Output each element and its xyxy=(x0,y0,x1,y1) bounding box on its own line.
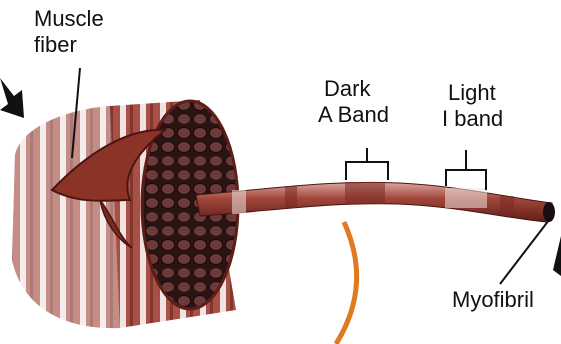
light-i-band-label-line2: I band xyxy=(442,106,503,132)
muscle-fiber-label-line1: Muscle xyxy=(34,6,104,32)
myofibril-leader-line xyxy=(500,220,549,284)
myofibril-end xyxy=(543,202,555,222)
orange-accent-curve xyxy=(336,222,357,344)
dark-a-band-bracket xyxy=(346,162,388,180)
light-i-band-bracket xyxy=(446,170,486,190)
dark-a-band-label-line2: A Band xyxy=(318,102,389,128)
dark-a-band-label-line1: Dark xyxy=(318,76,389,102)
dark-a-band-label: Dark A Band xyxy=(318,76,389,128)
light-i-band-label-line1: Light xyxy=(442,80,503,106)
right-arrow-icon xyxy=(553,236,561,276)
muscle-fiber-label-line2: fiber xyxy=(34,32,104,58)
myofibril-label: Myofibril xyxy=(452,287,534,313)
light-i-band-label: Light I band xyxy=(442,80,503,132)
left-arrow-icon xyxy=(0,78,24,118)
muscle-fiber-label: Muscle fiber xyxy=(34,6,104,58)
